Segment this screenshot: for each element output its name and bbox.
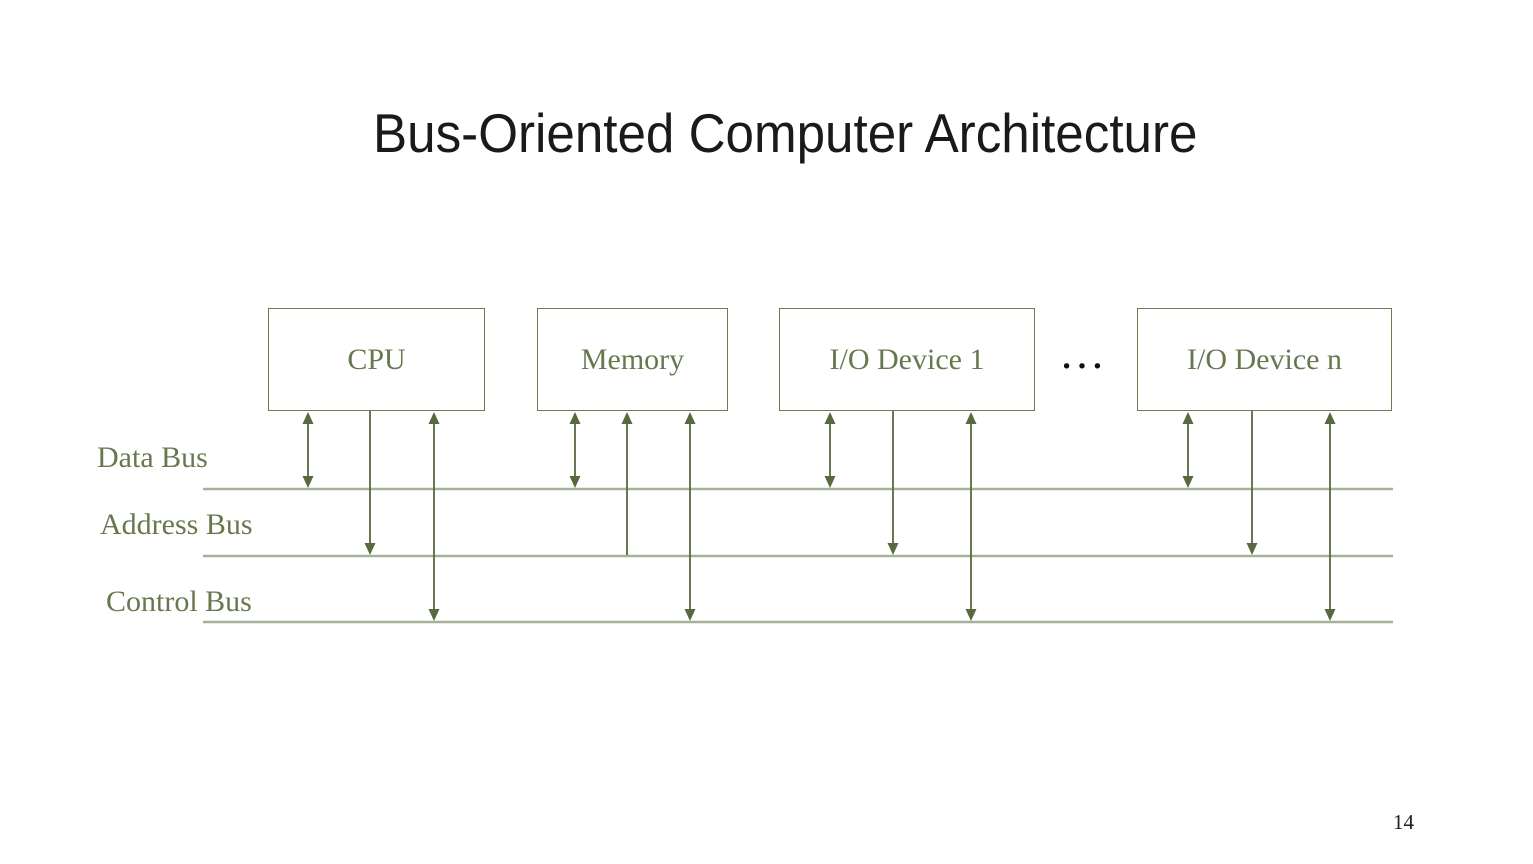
- arrowhead-down-icon: [1246, 543, 1258, 555]
- arrowhead-up-icon: [824, 412, 836, 424]
- arrowhead-down-icon: [1324, 609, 1336, 621]
- connector-mem-control: [684, 412, 696, 621]
- connector-ion-address: [1246, 411, 1258, 555]
- arrowhead-up-icon: [965, 412, 977, 424]
- connector-cpu-address: [364, 411, 376, 555]
- connector-cpu-data: [302, 412, 314, 488]
- connector-ion-control: [1324, 412, 1336, 621]
- box-cpu-label: CPU: [347, 342, 406, 376]
- arrowhead-up-icon: [1182, 412, 1194, 424]
- arrowhead-down-icon: [364, 543, 376, 555]
- box-io-device-n: I/O Device n: [1137, 308, 1392, 411]
- connector-ion-data: [1182, 412, 1194, 488]
- box-io-device-1: I/O Device 1: [779, 308, 1035, 411]
- ellipsis-more-devices: …: [1059, 327, 1109, 378]
- arrowhead-up-icon: [1324, 412, 1336, 424]
- label-control-bus: Control Bus: [106, 585, 252, 618]
- arrowhead-down-icon: [824, 476, 836, 488]
- page-number: 14: [1393, 810, 1414, 834]
- slide-title-text: Bus-Oriented Computer Architecture: [373, 102, 1198, 164]
- connector-cpu-control: [428, 412, 440, 621]
- label-address-bus: Address Bus: [100, 508, 253, 541]
- connector-mem-address: [621, 412, 633, 555]
- arrowhead-down-icon: [965, 609, 977, 621]
- arrowhead-down-icon: [684, 609, 696, 621]
- arrowhead-down-icon: [428, 609, 440, 621]
- box-memory-label: Memory: [580, 342, 685, 376]
- arrowhead-down-icon: [887, 543, 899, 555]
- box-io-device-1-label: I/O Device 1: [829, 342, 985, 376]
- box-cpu: CPU: [268, 308, 485, 411]
- arrowhead-up-icon: [302, 412, 314, 424]
- label-data-bus: Data Bus: [97, 441, 208, 474]
- box-io-device-n-label: I/O Device n: [1187, 342, 1342, 376]
- arrowhead-down-icon: [302, 476, 314, 488]
- slide-title: Bus-Oriented Computer Architecture: [19, 103, 1533, 173]
- arrowhead-down-icon: [1182, 476, 1194, 488]
- connector-mem-data: [569, 412, 581, 488]
- connector-io1-address: [887, 411, 899, 555]
- connector-io1-data: [824, 412, 836, 488]
- connector-io1-control: [965, 412, 977, 621]
- arrowhead-down-icon: [569, 476, 581, 488]
- arrowhead-up-icon: [684, 412, 696, 424]
- box-memory: Memory: [537, 308, 728, 411]
- arrowhead-up-icon: [569, 412, 581, 424]
- arrowhead-up-icon: [428, 412, 440, 424]
- arrowhead-up-icon: [621, 412, 633, 424]
